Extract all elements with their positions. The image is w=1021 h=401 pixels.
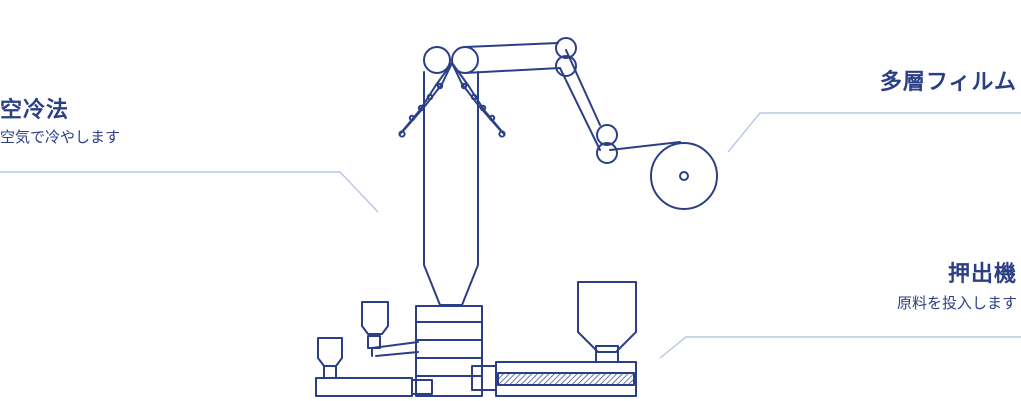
small-hopper-1-feed (323, 365, 337, 379)
film-callout-line (727, 112, 1021, 153)
small-extruder-1-connector (411, 379, 433, 395)
small-hopper-1 (317, 337, 343, 367)
guide-roller-3 (596, 124, 618, 146)
cooling-rack-right (451, 62, 506, 138)
film-take-up-roll (650, 142, 718, 210)
main-hopper-feed (595, 345, 619, 363)
extruder-subtitle: 原料を投入します (896, 294, 1017, 312)
main-extruder-connector (471, 365, 497, 391)
small-extruder-1-barrel (315, 377, 413, 397)
film-roll-core (679, 171, 689, 181)
small-extruder-2-arm (371, 341, 419, 357)
main-extruder-screw (497, 372, 635, 386)
extruder-callout-line (659, 336, 1021, 359)
main-hopper (577, 281, 637, 353)
small-hopper-2 (361, 301, 389, 335)
multilayer-film-title: 多層フィルム (879, 70, 1017, 95)
air-cooling-subtitle: 空気で冷やします (0, 128, 121, 146)
die-block (415, 305, 483, 397)
callout-lines (0, 112, 1021, 359)
extruder-title: 押出機 (947, 262, 1017, 287)
cooling-rack-left (398, 62, 453, 138)
air-cooling-title: 空冷法 (0, 98, 70, 123)
air-cooling-callout-line (0, 171, 379, 213)
nip-roller-left (423, 46, 451, 74)
film-bubble (423, 71, 479, 306)
guide-roller-4 (596, 142, 618, 164)
film-path (464, 42, 681, 151)
guide-roller-2 (555, 55, 577, 77)
guide-roller-1 (555, 37, 577, 59)
